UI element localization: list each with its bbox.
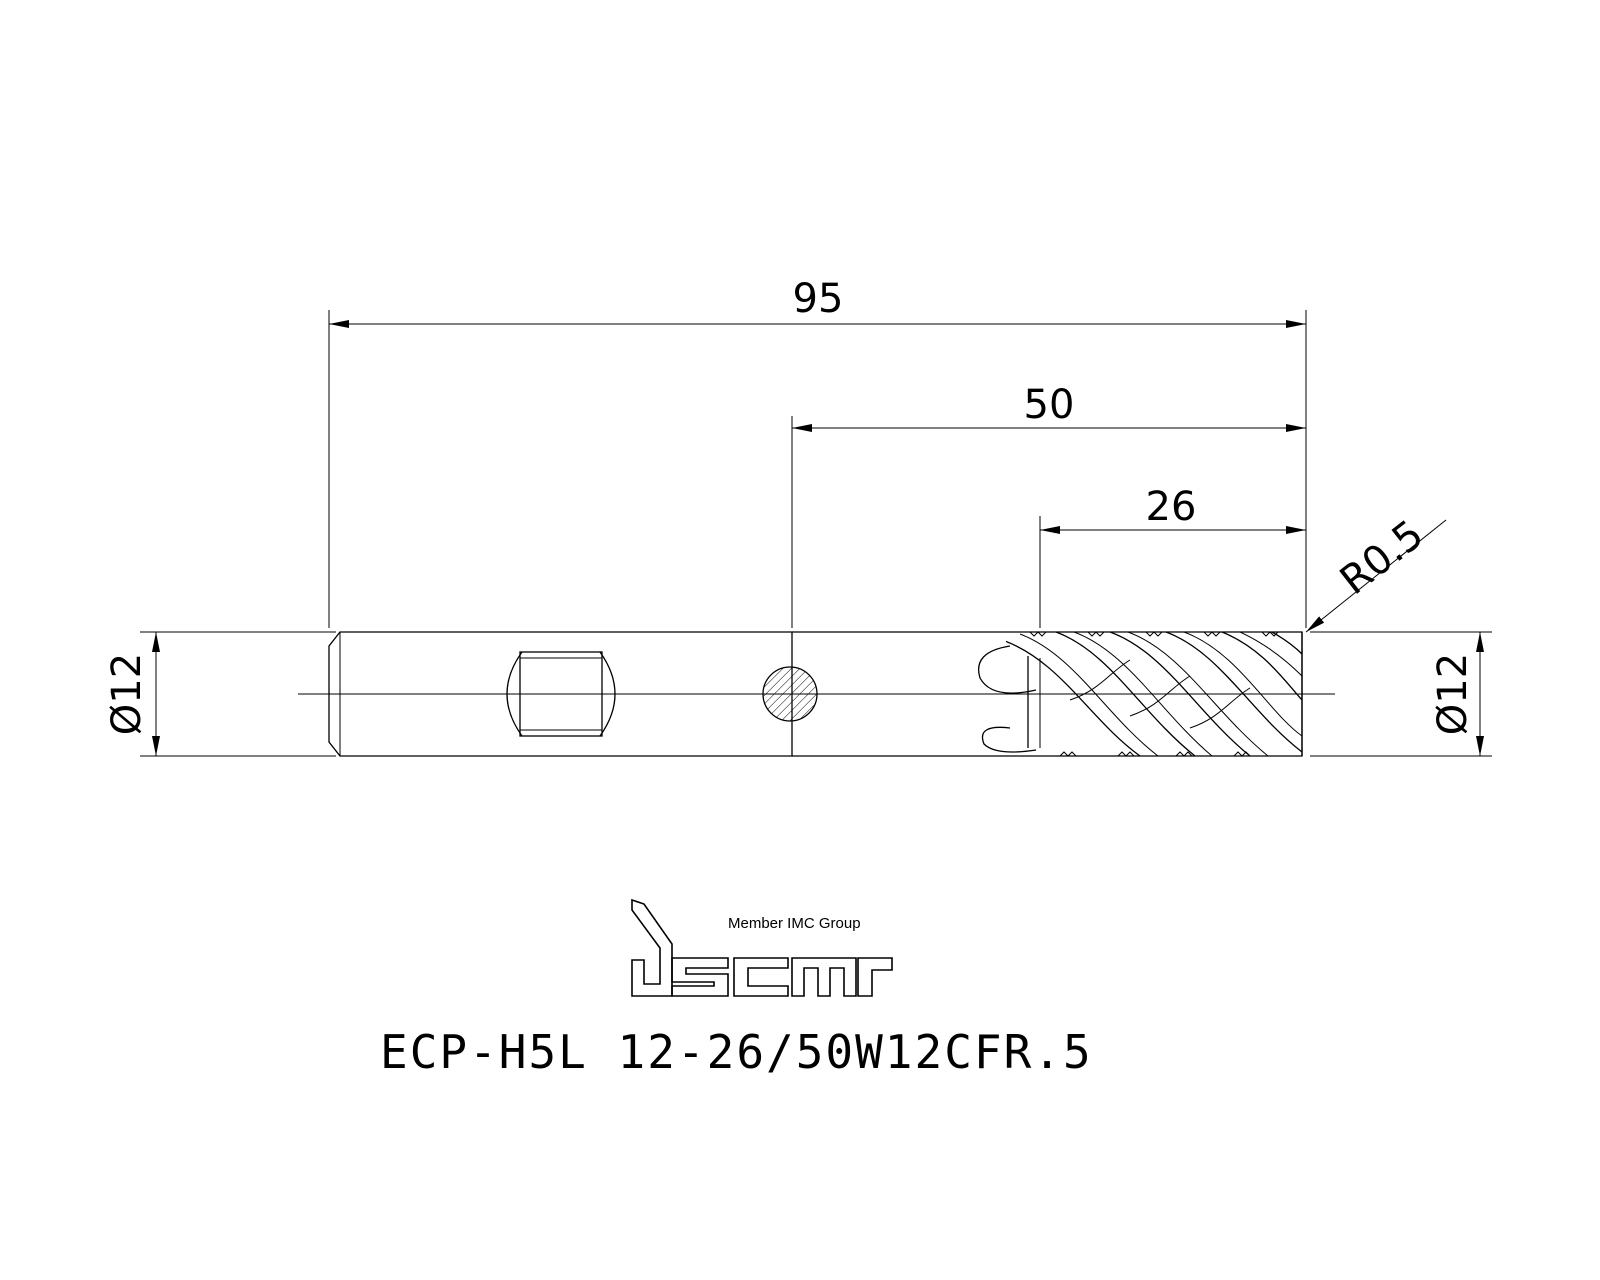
section-circle — [762, 666, 818, 722]
cutting-flutes — [978, 631, 1303, 757]
iscar-logo: Member IMC Group — [631, 898, 893, 997]
dimension-overall-length: 95 — [328, 276, 1307, 628]
weldon-flat — [506, 651, 616, 737]
dimension-reach-length: 50 — [791, 382, 1306, 628]
corner-radius-label: R0.5 — [1332, 511, 1432, 604]
logo-tagline: Member IMC Group — [728, 915, 861, 932]
shank-diameter-label: Ø12 — [104, 653, 150, 735]
end-mill-tool — [298, 631, 1335, 757]
dimension-shank-diameter: Ø12 — [104, 631, 336, 757]
neck-outline — [792, 631, 1010, 757]
iscar-logo-mark — [631, 898, 893, 997]
dimension-corner-radius: R0.5 — [1305, 511, 1447, 633]
overall-length-label: 95 — [793, 276, 844, 322]
dimension-cut-length: 26 — [1039, 484, 1306, 628]
part-number: ECP-H5L 12-26/50W12CFR.5 — [380, 1025, 1093, 1079]
cut-length-label: 26 — [1146, 484, 1197, 530]
cutter-diameter-label: Ø12 — [1430, 653, 1476, 735]
dimension-cutter-diameter: Ø12 — [1310, 631, 1492, 757]
reach-length-label: 50 — [1024, 382, 1075, 428]
